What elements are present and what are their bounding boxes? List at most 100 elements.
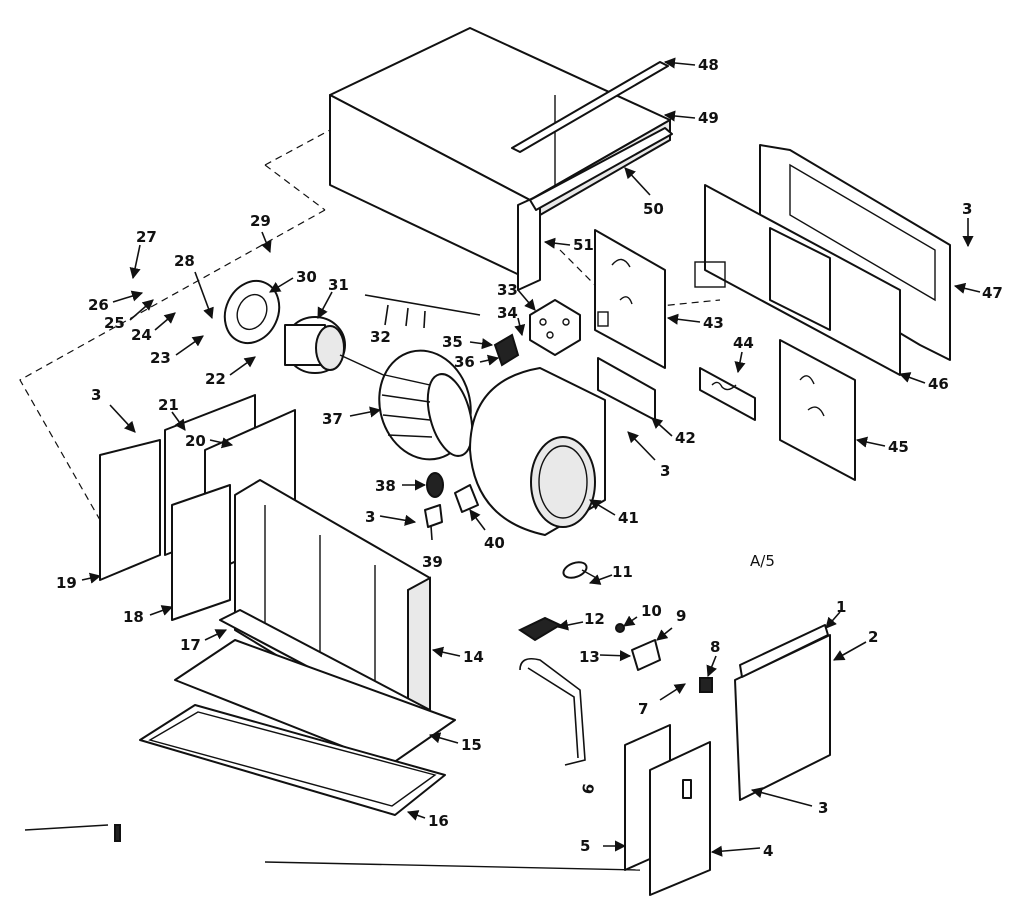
svg-text:14: 14 xyxy=(463,648,484,666)
label-39: 39 xyxy=(422,504,443,571)
svg-text:16: 16 xyxy=(428,812,449,830)
blower-housing-41 xyxy=(469,367,606,536)
svg-text:37: 37 xyxy=(322,410,343,428)
label-51: 51 xyxy=(543,236,594,254)
label-34: 34 xyxy=(497,304,526,337)
svg-text:34: 34 xyxy=(497,304,518,322)
plate-42 xyxy=(597,357,656,421)
svg-text:6: 6 xyxy=(579,782,599,795)
panel-50 xyxy=(529,127,673,211)
control-box-33 xyxy=(529,299,581,356)
label-46: 46 xyxy=(898,372,949,393)
svg-text:28: 28 xyxy=(174,252,195,270)
base-16 xyxy=(139,704,446,816)
label-15: 15 xyxy=(428,732,482,754)
label-36: 36 xyxy=(454,353,500,371)
svg-text:5: 5 xyxy=(580,837,590,855)
svg-text:31: 31 xyxy=(328,276,349,294)
capacitor-38 xyxy=(426,472,444,498)
svg-text:4: 4 xyxy=(763,842,773,860)
relay-35 xyxy=(493,333,520,367)
clip-40 xyxy=(454,484,479,513)
label-17: 17 xyxy=(180,629,228,654)
label-50: 50 xyxy=(624,167,664,218)
label-48: 48 xyxy=(663,56,719,74)
label-24: 24 xyxy=(131,312,176,344)
label-3a: 3 xyxy=(962,200,974,248)
label-25: 25 xyxy=(104,299,154,332)
svg-text:39: 39 xyxy=(422,553,443,571)
label-18: 18 xyxy=(123,605,174,626)
svg-text:24: 24 xyxy=(131,326,152,344)
svg-text:3: 3 xyxy=(91,386,101,404)
label-22: 22 xyxy=(205,356,256,388)
label-5: 5 xyxy=(580,837,627,855)
label-4: 4 xyxy=(710,842,773,860)
svg-text:3: 3 xyxy=(365,508,375,526)
label-37: 37 xyxy=(322,406,382,428)
svg-text:3: 3 xyxy=(660,462,670,480)
label-12: 12 xyxy=(556,610,605,631)
label-7: 7 xyxy=(638,683,686,718)
label-1: 1 xyxy=(825,598,846,629)
svg-text:46: 46 xyxy=(928,375,949,393)
label-41: 41 xyxy=(589,499,639,527)
label-29: 29 xyxy=(250,212,272,254)
label-3e: 3 xyxy=(750,787,828,817)
svg-text:51: 51 xyxy=(573,236,594,254)
label-9: 9 xyxy=(656,607,686,641)
motor-31 xyxy=(284,316,391,379)
svg-text:12: 12 xyxy=(584,610,605,628)
svg-text:33: 33 xyxy=(497,281,518,299)
svg-text:15: 15 xyxy=(461,736,482,754)
label-28: 28 xyxy=(174,252,214,320)
svg-text:26: 26 xyxy=(88,296,109,314)
filter-45 xyxy=(779,339,856,481)
svg-text:41: 41 xyxy=(618,509,639,527)
label-40: 40 xyxy=(469,509,505,552)
label-42: 42 xyxy=(651,417,696,447)
svg-text:50: 50 xyxy=(643,200,664,218)
svg-text:21: 21 xyxy=(158,396,179,414)
label-45: 45 xyxy=(855,436,909,456)
sheet-note: A/5 xyxy=(750,552,775,570)
label-49: 49 xyxy=(663,109,719,127)
svg-text:38: 38 xyxy=(375,477,396,495)
svg-text:22: 22 xyxy=(205,370,226,388)
label-3c: 3 xyxy=(365,508,417,526)
label-19: 19 xyxy=(56,572,102,592)
svg-text:36: 36 xyxy=(454,353,475,371)
label-31: 31 xyxy=(317,276,349,319)
svg-text:10: 10 xyxy=(641,602,662,620)
parts-9-13 xyxy=(615,623,661,671)
label-30: 30 xyxy=(269,268,317,293)
label-27: 27 xyxy=(129,228,157,280)
label-16: 16 xyxy=(406,810,449,830)
svg-text:45: 45 xyxy=(888,438,909,456)
svg-text:49: 49 xyxy=(698,109,719,127)
label-2: 2 xyxy=(833,628,878,661)
panel-1 xyxy=(739,624,829,678)
panel-18 xyxy=(171,484,231,621)
label-21: 21 xyxy=(158,396,186,431)
svg-text:20: 20 xyxy=(185,432,206,450)
svg-text:47: 47 xyxy=(982,284,1003,302)
label-13: 13 xyxy=(579,648,632,666)
label-33: 33 xyxy=(497,281,536,311)
panel-4 xyxy=(649,741,711,896)
panel-43 xyxy=(594,229,666,369)
svg-text:29: 29 xyxy=(250,212,271,230)
svg-text:2: 2 xyxy=(868,628,878,646)
svg-text:19: 19 xyxy=(56,574,77,592)
label-10: 10 xyxy=(623,602,662,627)
label-47: 47 xyxy=(953,282,1003,302)
svg-text:18: 18 xyxy=(123,608,144,626)
label-3d: 3 xyxy=(91,386,136,433)
tube-6 xyxy=(519,657,586,766)
coil-14 xyxy=(234,479,431,737)
tube-11 xyxy=(562,561,601,581)
svg-text:3: 3 xyxy=(818,799,828,817)
ground-lines xyxy=(24,824,641,871)
svg-text:48: 48 xyxy=(698,56,719,74)
